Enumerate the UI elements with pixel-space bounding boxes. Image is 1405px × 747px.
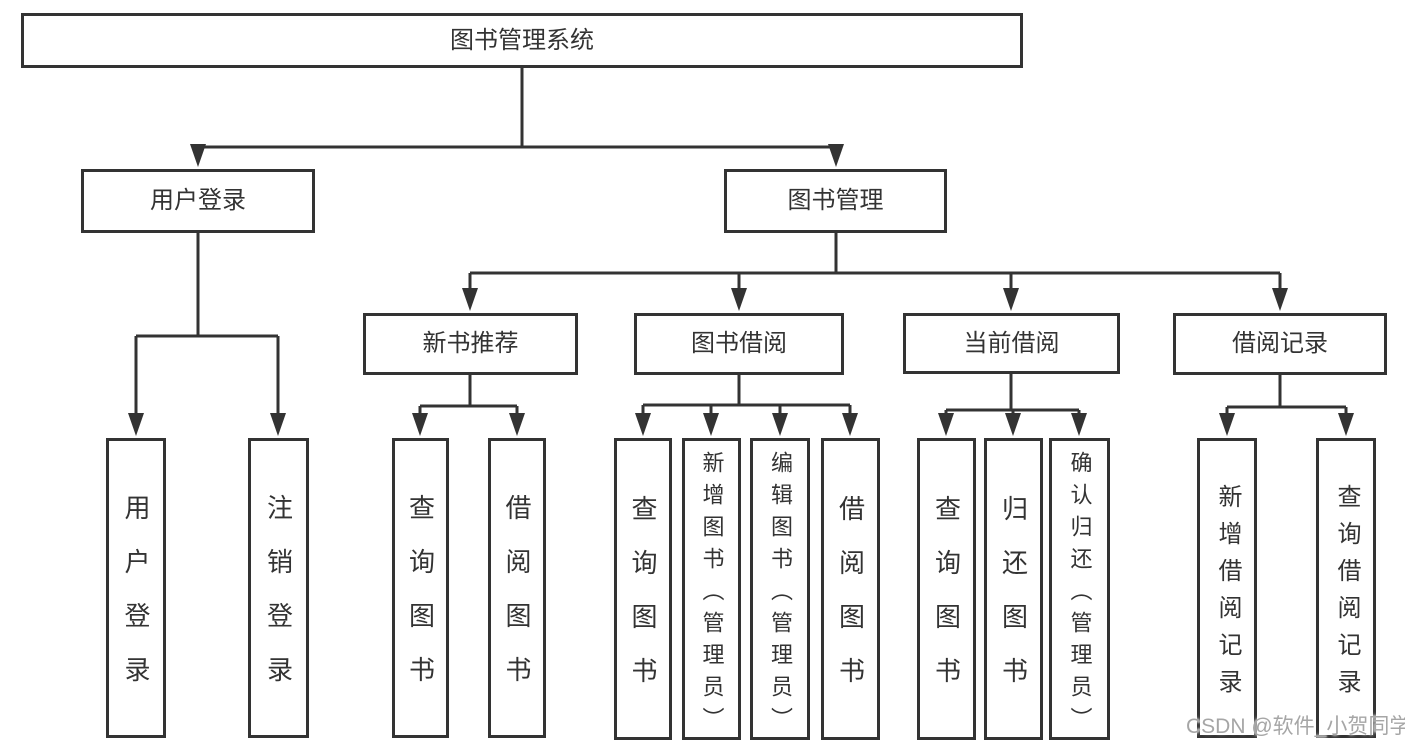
- csdn-watermark: CSDN @软件_小贺同学: [1186, 715, 1405, 738]
- leaf-borrow-borrow-book: 借阅图书: [821, 438, 880, 740]
- node-new-book-recommend: 新书推荐: [363, 313, 578, 375]
- node-current-borrow: 当前借阅: [903, 313, 1120, 374]
- leaf-current-return-book: 归还图书: [984, 438, 1043, 740]
- node-root-library-system: 图书管理系统: [21, 13, 1023, 68]
- node-borrow-record: 借阅记录: [1173, 313, 1387, 375]
- leaf-newbook-borrow-book: 借阅图书: [488, 438, 546, 738]
- leaf-record-add-borrow-record: 新增借阅记录: [1197, 438, 1257, 738]
- leaf-current-query-book: 查询图书: [917, 438, 976, 740]
- node-book-borrow: 图书借阅: [634, 313, 844, 375]
- leaf-borrow-query-book: 查询图书: [614, 438, 672, 740]
- leaf-record-query-borrow-record: 查询借阅记录: [1316, 438, 1376, 738]
- leaf-current-confirm-return-admin: 确认归还（管理员）: [1049, 438, 1110, 740]
- leaf-borrow-add-book-admin: 新增图书（管理员）: [682, 438, 741, 740]
- node-user-login: 用户登录: [81, 169, 315, 233]
- leaf-logout: 注销登录: [248, 438, 309, 738]
- arrowhead-icons: [128, 144, 1354, 436]
- leaf-user-login: 用户登录: [106, 438, 166, 738]
- node-book-manage: 图书管理: [724, 169, 947, 233]
- leaf-newbook-query-book: 查询图书: [392, 438, 449, 738]
- leaf-borrow-edit-book-admin: 编辑图书（管理员）: [750, 438, 810, 740]
